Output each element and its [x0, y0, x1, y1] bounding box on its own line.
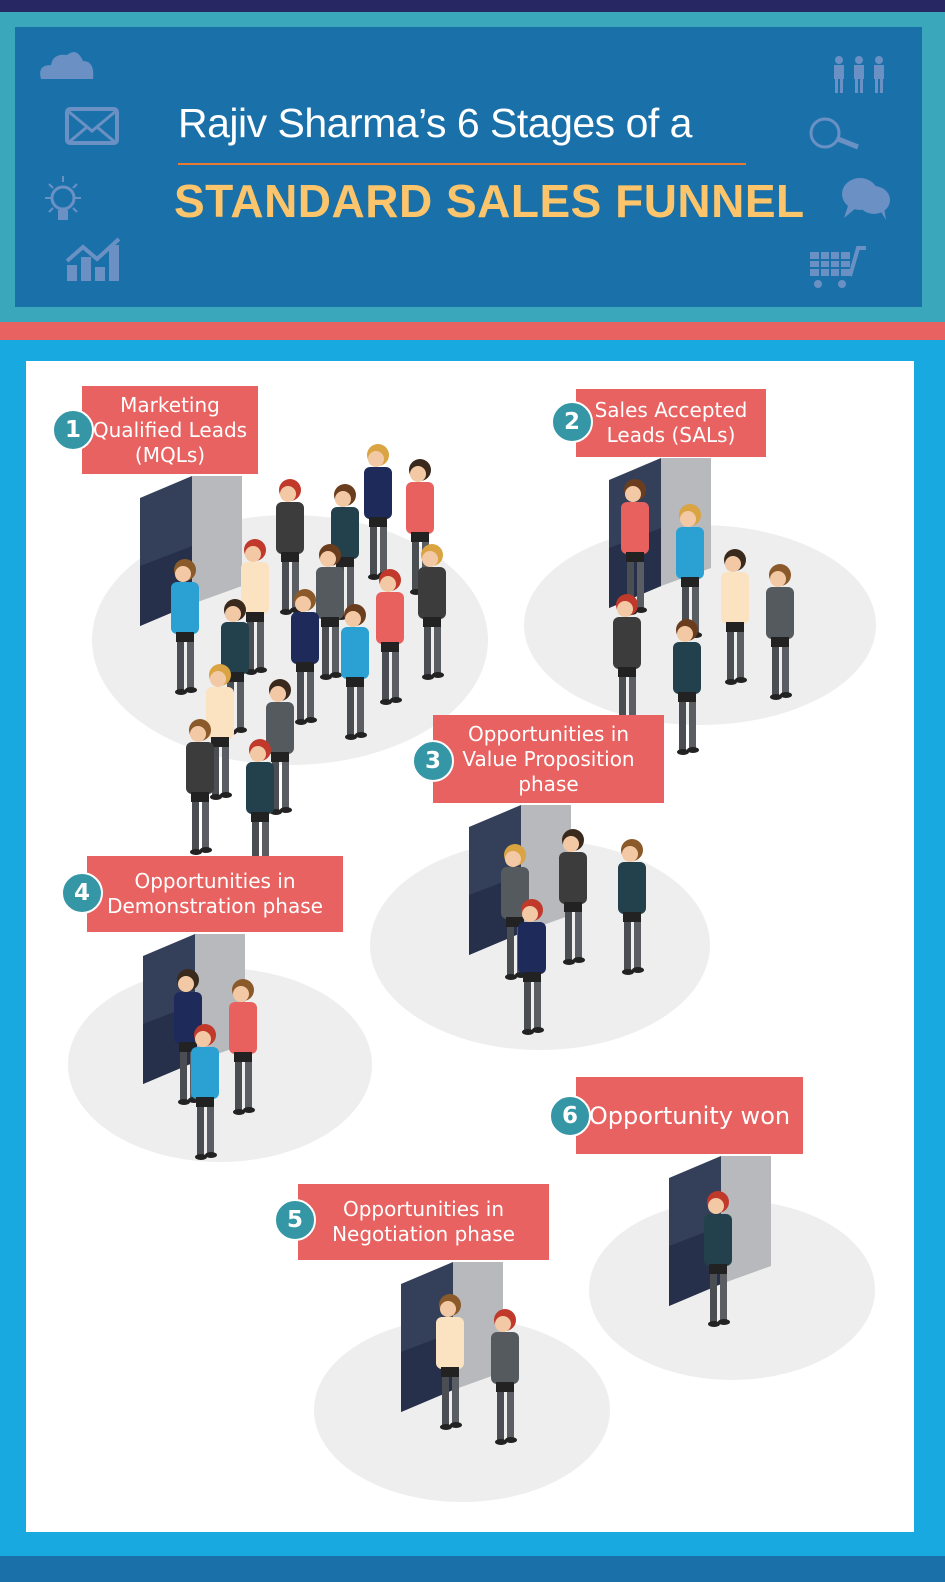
stage-6-scene — [589, 1156, 875, 1380]
header-title: Rajiv Sharma’s 6 Stages of a — [178, 100, 692, 146]
stage-3-number-badge: 3 — [412, 740, 454, 782]
envelope-icon — [65, 107, 119, 145]
chart-icon — [65, 237, 121, 281]
person-figure — [171, 559, 199, 695]
person-figure — [191, 1024, 219, 1160]
stage-4-label: Opportunities in Demonstration phase — [87, 856, 343, 932]
stage-6-number-badge: 6 — [549, 1095, 591, 1137]
person-figure — [673, 619, 701, 755]
stage-4-number-badge: 4 — [61, 872, 103, 914]
person-figure — [376, 569, 404, 705]
stage-2-label: Sales Accepted Leads (SALs) — [576, 389, 766, 457]
person-figure — [229, 979, 257, 1115]
search-icon — [809, 117, 859, 150]
stage-1-scene — [92, 444, 488, 875]
person-figure — [266, 679, 294, 815]
stage-2-scene — [524, 458, 876, 755]
chat-icon — [842, 178, 890, 220]
person-figure — [491, 1309, 519, 1445]
bottom-band — [0, 1556, 945, 1582]
person-figure — [618, 839, 646, 975]
person-figure — [291, 589, 319, 725]
person-figure — [364, 444, 392, 580]
lightbulb-icon — [45, 176, 81, 220]
title-divider — [178, 163, 746, 165]
top-band — [0, 0, 945, 12]
person-figure — [206, 664, 234, 800]
stage-3-scene — [370, 805, 710, 1050]
floor-ellipse — [589, 1200, 875, 1380]
cart-icon — [810, 246, 866, 288]
accent-band — [0, 322, 945, 340]
header-subtitle: STANDARD SALES FUNNEL — [174, 175, 805, 227]
people-icon — [834, 56, 884, 93]
stage-1-number-badge: 1 — [52, 409, 94, 451]
person-figure — [241, 539, 269, 675]
person-figure — [276, 479, 304, 615]
person-figure — [186, 719, 214, 855]
person-figure — [559, 829, 587, 965]
person-figure — [246, 739, 274, 875]
stage-5-scene — [314, 1262, 610, 1502]
person-figure — [418, 544, 446, 680]
person-figure — [766, 564, 794, 700]
door-icon — [669, 1156, 771, 1306]
person-figure — [436, 1294, 464, 1430]
person-figure — [316, 544, 344, 680]
person-figure — [676, 504, 704, 640]
person-figure — [613, 594, 641, 730]
person-figure — [341, 604, 369, 740]
stage-5-label: Opportunities in Negotiation phase — [298, 1184, 549, 1260]
stage-6-label: Opportunity won — [576, 1077, 803, 1154]
stage-3-label: Opportunities in Value Proposition phase — [433, 715, 664, 803]
stage-4-scene — [68, 934, 372, 1162]
cloud-icon — [40, 52, 94, 79]
floor-ellipse — [314, 1318, 610, 1502]
person-figure — [721, 549, 749, 685]
header-banner — [15, 27, 922, 307]
person-figure — [704, 1191, 732, 1327]
stage-1-label: Marketing Qualified Leads (MQLs) — [82, 386, 258, 474]
stage-5-number-badge: 5 — [274, 1199, 316, 1241]
stage-2-number-badge: 2 — [551, 401, 593, 443]
person-figure — [621, 479, 649, 615]
person-figure — [518, 899, 546, 1035]
door-icon — [401, 1262, 503, 1412]
